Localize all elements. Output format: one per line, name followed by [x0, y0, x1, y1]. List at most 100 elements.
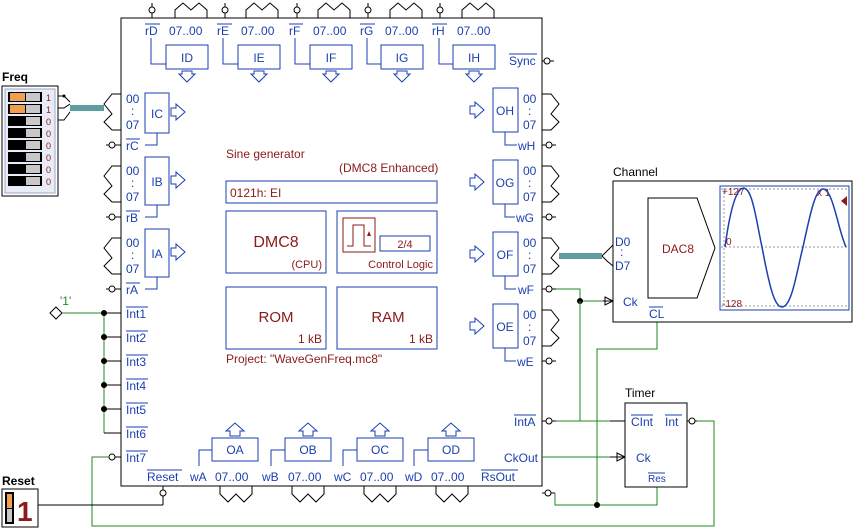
- freq-switch[interactable]: Freq 1 1 0 0 0: [1, 70, 71, 197]
- reset-ctl-label: Reset: [2, 474, 35, 488]
- left-port-c: 00 : 07 IC rC: [103, 92, 186, 153]
- int5-label: Int5: [126, 403, 146, 417]
- port-f-reg: rF: [289, 24, 300, 38]
- freq-switch-bit-3[interactable]: 0: [8, 128, 51, 139]
- instruction-display: [225, 180, 438, 204]
- port-g-reg: rG: [360, 24, 373, 38]
- port-f-box: IF: [326, 51, 337, 65]
- port-og-reg: wG: [515, 211, 534, 225]
- port-b-reg: rB: [126, 211, 138, 225]
- port-c-lo: 07: [126, 118, 140, 132]
- freq-switch-bit-2[interactable]: 0: [8, 116, 51, 127]
- port-og-hi: 00: [523, 164, 537, 178]
- port-b-box: IB: [151, 175, 162, 189]
- reset-label: Reset: [147, 470, 179, 484]
- port-g-range: 07..00: [385, 24, 419, 38]
- freq-bit-2: 0: [46, 117, 51, 127]
- freq-bit-6: 0: [46, 165, 51, 175]
- inta-label: IntA: [514, 415, 535, 429]
- channel-cl: CL: [649, 307, 665, 321]
- interrupt-wiring: [91, 310, 715, 527]
- port-oh-box: OH: [496, 104, 514, 118]
- ram-box: [336, 286, 438, 350]
- top-port-f: rF 07..00 IF: [289, 2, 353, 83]
- svg-text::: :: [131, 176, 134, 190]
- bottom-port-b: OB wB 07..00: [261, 422, 332, 503]
- port-a-hi: 00: [126, 236, 140, 250]
- timer-block[interactable]: Timer CInt Int Ck Res: [624, 386, 697, 488]
- port-c-box: IC: [151, 107, 163, 121]
- channel-d7: D7: [615, 259, 631, 273]
- ram-label: RAM: [371, 309, 404, 326]
- instruction-text: 0121h: EI: [230, 186, 281, 200]
- int1-label: Int1: [126, 307, 146, 321]
- port-oh-lo: 07: [523, 118, 537, 132]
- port-oa-range: 07..00: [215, 470, 249, 484]
- scope-max: +127: [722, 187, 745, 198]
- freq-switch-bit-5[interactable]: 0: [8, 152, 51, 163]
- port-a-box: IA: [151, 247, 162, 261]
- freq-switch-bit-7[interactable]: 0: [8, 176, 51, 187]
- control-ratio-box: [379, 235, 431, 252]
- right-port-e: 00 : 07 OE wE: [469, 303, 560, 369]
- svg-text::: :: [528, 248, 531, 262]
- freq-switch-bit-0[interactable]: 1: [8, 92, 51, 103]
- port-f-range: 07..00: [313, 24, 347, 38]
- timer-int: Int: [665, 415, 679, 429]
- port-of-hi: 00: [523, 236, 537, 250]
- cpu-sub: (CPU): [291, 259, 322, 271]
- port-od-range: 07..00: [431, 470, 465, 484]
- top-port-g: rG 07..00 IG: [360, 2, 424, 83]
- bottom-port-d: OD wD 07..00: [404, 422, 475, 503]
- channel-d0: D0: [615, 235, 631, 249]
- port-oh-hi: 00: [523, 92, 537, 106]
- reset-control[interactable]: Reset 1: [1, 474, 167, 528]
- freq-switch-bit-1[interactable]: 1: [8, 104, 51, 115]
- freq-switch-bit-6[interactable]: 0: [8, 164, 51, 175]
- rsout-label: RsOut: [481, 470, 516, 484]
- port-of-reg: wF: [517, 283, 534, 297]
- svg-text::: :: [528, 320, 531, 334]
- int7-label: Int7: [126, 451, 146, 465]
- port-d-reg: rD: [145, 24, 158, 38]
- int6-label: Int6: [126, 427, 146, 441]
- port-oa-box: OA: [226, 443, 243, 457]
- scope-zero: 0: [726, 237, 732, 248]
- channel-label: Channel: [613, 165, 658, 179]
- int3-label: Int3: [126, 355, 146, 369]
- port-oh-reg: wH: [517, 139, 535, 153]
- rom-size: 1 kB: [298, 332, 322, 346]
- port-of-box: OF: [497, 248, 514, 262]
- port-ob-range: 07..00: [288, 470, 322, 484]
- mcu-block[interactable]: Sine generator (DMC8 Enhanced) 0121h: EI…: [103, 2, 560, 503]
- left-port-a: 00 : 07 IA rA: [103, 228, 186, 297]
- mcu-subtitle: (DMC8 Enhanced): [339, 161, 438, 175]
- scope-display: +127 0 -128 x 1: [719, 185, 850, 311]
- rsout-wire: [554, 487, 658, 506]
- control-label: Control Logic: [368, 259, 433, 271]
- scope-scale: x 1: [817, 188, 831, 199]
- mcu-title: Sine generator: [226, 147, 305, 161]
- right-port-h: 00 : 07 OH wH: [469, 87, 560, 153]
- cpu-label: DMC8: [253, 234, 298, 251]
- channel-block[interactable]: Channel D0 : D7 Ck CL DAC8 +127 0 -128 x…: [612, 165, 853, 323]
- project-name: Project: "WaveGenFreq.mc8": [226, 352, 382, 366]
- port-b-hi: 00: [126, 164, 140, 178]
- port-oe-hi: 00: [523, 308, 537, 322]
- port-g-box: IG: [396, 51, 409, 65]
- freq-switch-bit-4[interactable]: 0: [8, 140, 51, 151]
- port-oe-reg: wE: [516, 355, 534, 369]
- bottom-port-a: OA wA 07..00: [189, 422, 259, 503]
- svg-text::: :: [528, 176, 531, 190]
- control-ratio: 2/4: [397, 239, 412, 251]
- interrupt-inputs: Int1 Int2 Int3 Int4 Int5 Int6 Int7: [126, 306, 148, 465]
- port-d-range: 07..00: [169, 24, 203, 38]
- svg-text::: :: [528, 104, 531, 118]
- port-a-reg: rA: [126, 283, 138, 297]
- channel-ck: Ck: [623, 295, 639, 309]
- port-oc-box: OC: [371, 443, 389, 457]
- timer-clnt: CInt: [631, 415, 654, 429]
- scope-min: -128: [722, 299, 742, 310]
- timer-label: Timer: [625, 386, 655, 400]
